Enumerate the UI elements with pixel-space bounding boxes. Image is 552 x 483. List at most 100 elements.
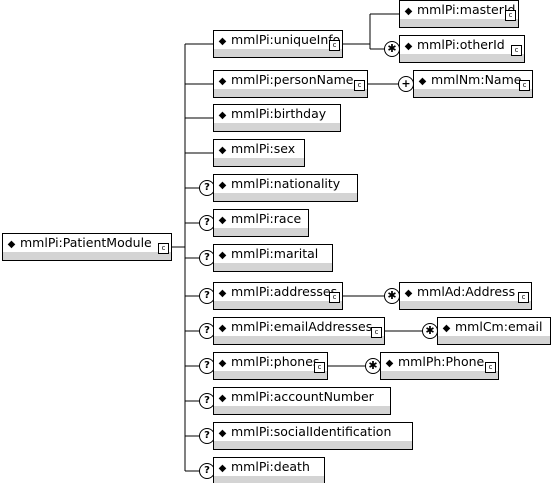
node-accountNumber[interactable]: ◆mmlPi:accountNumber (213, 387, 391, 415)
node-shade (214, 193, 357, 201)
element-diamond-icon: ◆ (218, 288, 227, 299)
node-birthday[interactable]: ◆ mmlPi:birthday (213, 104, 341, 132)
element-diamond-icon: ◆ (218, 428, 227, 439)
element-diamond-icon: ◆ (7, 239, 16, 250)
node-label: ◆mmlAd:Address (404, 285, 515, 301)
node-socialIdentification[interactable]: ◆ mmlPi:socialIdentification (213, 422, 413, 450)
node-nationality[interactable]: ◆mmlPi:nationality (213, 174, 358, 202)
complex-type-icon: c (158, 243, 169, 254)
node-label: ◆ mmlPi:socialIdentification (218, 424, 392, 441)
node-label: ◆ mmlCm:email (442, 319, 543, 336)
node-text: mmlCm:email (455, 319, 543, 334)
element-diamond-icon: ◆ (218, 323, 227, 334)
node-shade (214, 89, 367, 97)
node-text: mmlPi:otherId (417, 37, 505, 52)
node-shade (214, 371, 327, 379)
element-diamond-icon: ◆ (218, 110, 227, 121)
node-label: ◆ mmlPi:uniqueInfo (218, 32, 341, 49)
node-text: mmlPi:PatientModule (20, 235, 152, 250)
node-shade (381, 371, 498, 379)
element-diamond-icon: ◆ (404, 288, 413, 299)
node-race[interactable]: ◆ mmlPi:race (213, 209, 309, 237)
node-label: ◆ mmlPi:race (218, 211, 302, 228)
node-shade (214, 158, 304, 166)
node-death[interactable]: ◆ mmlPi:death (213, 457, 325, 483)
node-label: ◆ mmlPi:birthday (218, 106, 327, 123)
node-email[interactable]: ◆ mmlCm:email (437, 317, 551, 345)
complex-type-icon: c (485, 362, 496, 373)
complex-type-icon: c (314, 362, 325, 373)
node-label: ◆mmlPi:accountNumber (218, 390, 374, 406)
complex-type-icon: c (511, 45, 522, 56)
node-label: ◆ mmlPi:masterId (404, 2, 516, 19)
node-shade (214, 123, 340, 131)
root-node-patient-module[interactable]: ◆ mmlPi:PatientModule c (2, 233, 172, 261)
node-label: ◆ mmlPi:PatientModule (7, 236, 152, 252)
complex-type-icon: c (354, 80, 365, 91)
node-shade (438, 336, 550, 344)
element-diamond-icon: ◆ (218, 180, 227, 191)
node-text: mmlPi:uniqueInfo (231, 32, 341, 47)
node-label: ◆mmlPi:nationality (218, 177, 341, 193)
node-text: mmlPh:Phone (398, 354, 485, 369)
complex-type-icon: c (518, 292, 529, 303)
node-label: ◆mmlPi:phones (218, 355, 320, 371)
node-shade (214, 263, 332, 271)
node-otherId[interactable]: ◆ mmlPi:otherId c (399, 35, 525, 63)
node-shade (214, 49, 342, 57)
node-text: mmlPi:race (231, 211, 302, 226)
many-occurrence-icon: ✱ (384, 41, 400, 57)
node-label: ◆ mmlPi:death (218, 460, 310, 476)
node-marital[interactable]: ◆ mmlPi:marital (213, 244, 333, 272)
node-shade (414, 89, 532, 97)
element-diamond-icon: ◆ (218, 215, 227, 226)
many-occurrence-icon: ✱ (365, 358, 381, 374)
node-text: mmlPi:masterId (417, 2, 516, 17)
element-diamond-icon: ◆ (218, 250, 227, 261)
element-diamond-icon: ◆ (218, 463, 227, 474)
node-shade (214, 406, 390, 414)
node-text: mmlPi:death (231, 459, 310, 474)
node-label: ◆ mmlPi:sex (218, 141, 296, 158)
node-text: mmlPi:birthday (231, 106, 327, 121)
node-label: ◆mmlNm:Name (418, 72, 522, 89)
complex-type-icon: c (329, 40, 340, 51)
node-label: ◆mmlPi:personName (218, 73, 354, 89)
node-text: mmlPi:personName (231, 72, 354, 87)
element-diamond-icon: ◆ (442, 323, 451, 334)
optional-icon: ? (199, 393, 215, 409)
element-diamond-icon: ◆ (218, 358, 227, 369)
element-diamond-icon: ◆ (218, 145, 227, 156)
node-text: mmlPi:socialIdentification (231, 424, 392, 439)
node-sex[interactable]: ◆ mmlPi:sex (213, 139, 305, 167)
complex-type-icon: c (329, 292, 340, 303)
complex-type-icon: c (505, 10, 516, 21)
node-label: ◆ mmlPi:addresses (218, 285, 337, 301)
optional-icon: ? (199, 323, 215, 339)
node-shade (400, 54, 524, 62)
node-shade (400, 19, 518, 27)
node-shade (214, 476, 324, 483)
node-text: mmlPi:emailAddresses (231, 319, 373, 334)
complex-type-icon: c (519, 80, 530, 91)
node-text: mmlPi:marital (231, 246, 319, 261)
element-diamond-icon: ◆ (218, 36, 227, 47)
element-diamond-icon: ◆ (404, 41, 413, 52)
node-text: mmlPi:sex (231, 141, 296, 156)
node-text: mmlNm:Name (431, 72, 522, 87)
node-shade (3, 252, 171, 260)
node-text: mmlPi:addresses (231, 284, 338, 299)
element-diamond-icon: ◆ (404, 6, 413, 17)
node-shade (214, 336, 384, 344)
complex-type-icon: c (371, 327, 382, 338)
